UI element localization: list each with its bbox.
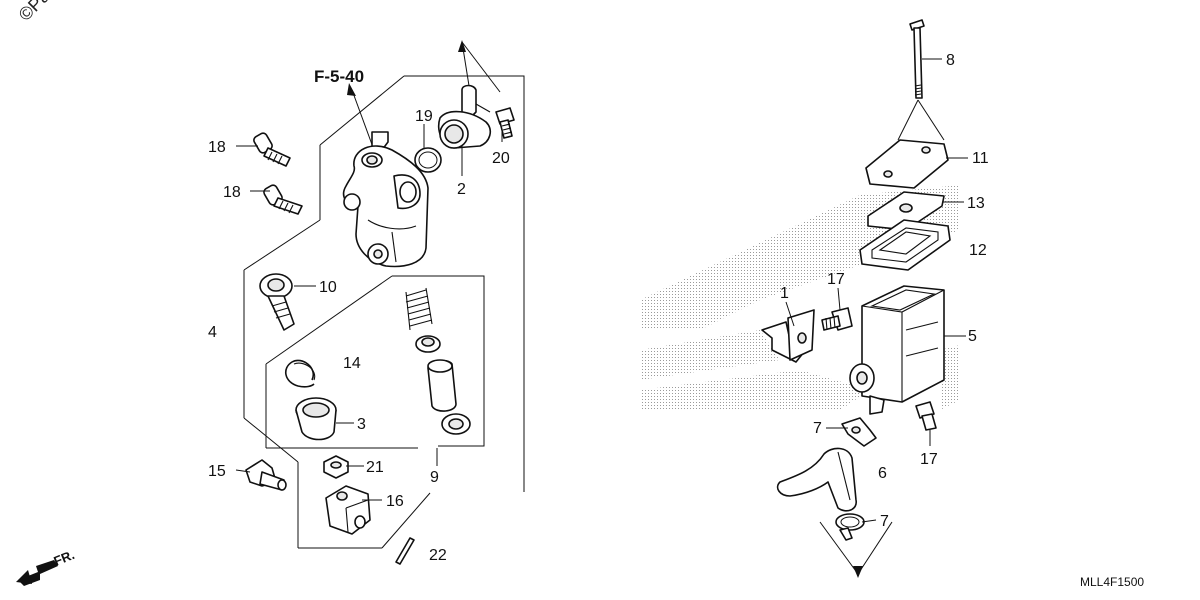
- callout-14: 14: [343, 355, 361, 372]
- callout-21: 21: [366, 459, 384, 476]
- screw-8: [909, 19, 925, 99]
- bolt-18a: [253, 132, 291, 167]
- front-arrow-icon: [16, 560, 58, 586]
- hose-6: [776, 447, 857, 512]
- plate-13: [867, 191, 945, 231]
- callout-17a: 17: [827, 271, 845, 288]
- nut-21: [323, 455, 349, 479]
- holder-16: [325, 485, 371, 535]
- callout-5: 5: [968, 328, 977, 345]
- callout-7a: 7: [813, 420, 822, 437]
- callout-16: 16: [386, 493, 404, 510]
- pointer-arrows-bottom: [819, 521, 893, 578]
- master-cylinder-body: [342, 131, 429, 268]
- callout-19: 19: [415, 108, 433, 125]
- pointer-arrows-top: [458, 40, 501, 93]
- snap-ring-14: [285, 359, 316, 388]
- callout-4: 4: [208, 324, 217, 341]
- hose-fitting-2: [438, 84, 492, 149]
- callout-1: 1: [780, 285, 789, 302]
- callout-17b: 17: [920, 451, 938, 468]
- callout-13: 13: [967, 195, 985, 212]
- callout-10: 10: [319, 279, 337, 296]
- callout-15: 15: [208, 463, 226, 480]
- clamp-7-lower: [835, 513, 865, 541]
- boot-3: [295, 397, 337, 441]
- callout-20: 20: [492, 150, 510, 167]
- reference-arrow: [347, 83, 375, 151]
- o-ring-19: [414, 147, 442, 173]
- boot-10: [259, 273, 295, 331]
- reference-label: F-5-40: [314, 67, 364, 86]
- diaphragm-12: [859, 219, 951, 271]
- clip-7-upper: [841, 417, 877, 447]
- callout-18b: 18: [223, 184, 241, 201]
- bolt-20: [495, 107, 515, 139]
- bolt-18b: [263, 184, 303, 215]
- front-indicator: FR.: [52, 547, 77, 569]
- bolt-17b: [915, 401, 937, 431]
- callout-11: 11: [972, 150, 989, 167]
- assembly-frame-master-cylinder: [243, 75, 525, 549]
- bracket-15: [245, 459, 287, 491]
- assembly-frame-piston-set: [265, 275, 485, 449]
- screw-8-guide-lines: [897, 99, 945, 141]
- reservoir-5: [849, 285, 945, 415]
- cotter-pin-22: [395, 537, 415, 565]
- callout-12: 12: [969, 242, 987, 259]
- callout-3: 3: [357, 416, 366, 433]
- callout-7b: 7: [880, 513, 889, 530]
- callout-22: 22: [429, 547, 447, 564]
- leader-lines: [235, 58, 968, 523]
- bracket-1: [761, 309, 815, 363]
- callout-18a: 18: [208, 139, 226, 156]
- callout-6: 6: [878, 465, 887, 482]
- bolt-17a: [821, 307, 853, 331]
- callout-2: 2: [457, 181, 466, 198]
- diagram-code: MLL4F1500: [1080, 575, 1144, 589]
- copyright-mark: ©Pa: [15, 0, 55, 25]
- reservoir-cap-11: [865, 139, 949, 189]
- piston-set-9: [405, 287, 471, 435]
- callout-9: 9: [430, 469, 439, 486]
- callout-8: 8: [946, 52, 955, 69]
